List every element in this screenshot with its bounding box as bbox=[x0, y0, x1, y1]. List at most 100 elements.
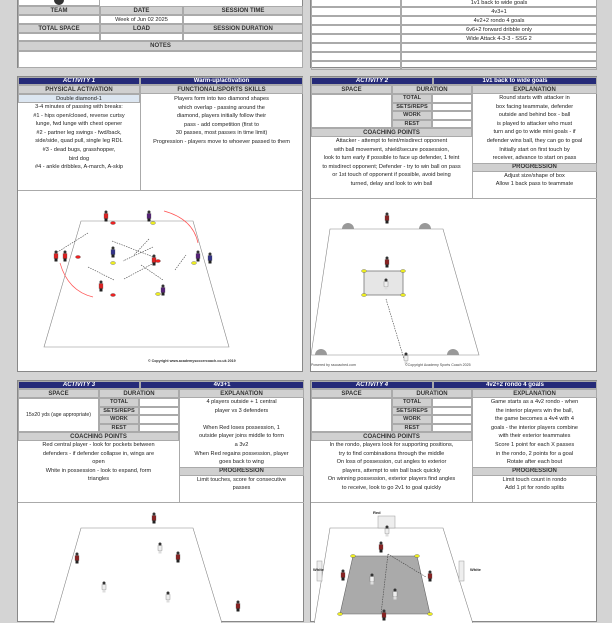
text-line: diamond, players initially follow their bbox=[176, 113, 267, 120]
cone-icon bbox=[350, 554, 356, 558]
space-label: SPACE bbox=[311, 85, 392, 94]
text-line: Limit touch count in rondo bbox=[502, 476, 567, 483]
coaching-points-label: COACHING POINTS bbox=[311, 128, 472, 137]
work-value[interactable] bbox=[432, 415, 472, 424]
player-icon bbox=[147, 210, 151, 214]
duration-label: DURATION bbox=[99, 389, 179, 398]
cone-icon bbox=[361, 293, 367, 297]
copyright-text: ©Copyright Academy Sports Coach 2025 bbox=[405, 363, 471, 367]
explanation-label: EXPLANATION bbox=[472, 85, 597, 94]
activity-list-item[interactable]: 4v3+1 bbox=[401, 7, 597, 16]
total-value[interactable] bbox=[432, 94, 472, 103]
cone-icon bbox=[110, 221, 116, 225]
divider bbox=[472, 398, 473, 502]
player-icon bbox=[99, 288, 103, 292]
text-line: #3 - dead bugs, grasshopper, bbox=[42, 146, 116, 153]
text-line: defenders - if defender collapse in, win… bbox=[42, 450, 155, 457]
activity-list-index bbox=[311, 16, 401, 25]
pitch-outline bbox=[53, 527, 223, 623]
mini-goal-icon bbox=[315, 349, 327, 355]
text-line: goes back to wing bbox=[219, 459, 264, 466]
divider bbox=[311, 198, 597, 199]
text-line: When Red regains possession, player bbox=[194, 450, 289, 457]
player-icon bbox=[110, 249, 116, 255]
work-value[interactable] bbox=[139, 415, 179, 424]
total-label: TOTAL bbox=[99, 398, 139, 407]
text-line: Game starts as a 4v2 rondo - when bbox=[490, 399, 579, 405]
player-icon bbox=[236, 608, 240, 612]
activity-list-item[interactable] bbox=[401, 52, 597, 61]
total-value[interactable] bbox=[139, 398, 179, 407]
cone-icon bbox=[191, 261, 197, 265]
notes-field[interactable] bbox=[18, 51, 303, 68]
goal-label-red: Red bbox=[373, 510, 381, 515]
team-value[interactable] bbox=[18, 15, 100, 24]
player-icon bbox=[161, 292, 165, 296]
text-line: Attacker - attempt to feint/misdirect op… bbox=[335, 138, 448, 144]
session-time-value[interactable] bbox=[183, 15, 303, 24]
player-icon bbox=[75, 560, 79, 564]
sets-reps-value[interactable] bbox=[432, 406, 472, 415]
work-value[interactable] bbox=[432, 111, 472, 120]
player-icon bbox=[158, 550, 162, 554]
cone-icon bbox=[155, 292, 161, 296]
activity-list-index bbox=[311, 34, 401, 43]
date-value[interactable]: Week of Jun 02 2025 bbox=[100, 15, 183, 24]
activity-list-item[interactable]: 1v1 back to wide goals bbox=[401, 0, 597, 7]
player-icon bbox=[166, 591, 170, 595]
player-icon bbox=[392, 591, 398, 597]
player-icon bbox=[196, 258, 200, 262]
pass-arrow bbox=[122, 246, 154, 262]
player-icon bbox=[176, 559, 180, 563]
text-line: the interior players win the ball, bbox=[495, 407, 574, 414]
load-value[interactable] bbox=[100, 33, 183, 41]
text-line: In the rondo, players look for supportin… bbox=[329, 442, 454, 448]
cone-icon bbox=[414, 554, 420, 558]
activity-list-item[interactable]: 4v2+2 rondo 4 goals bbox=[401, 16, 597, 25]
cone-icon bbox=[400, 269, 406, 273]
session-duration-value[interactable] bbox=[183, 33, 303, 41]
session-header: TEAM DATE SESSION TIME Week of Jun 02 20… bbox=[17, 0, 303, 68]
space-value[interactable] bbox=[311, 398, 392, 432]
player-icon bbox=[101, 584, 107, 590]
total-value[interactable] bbox=[432, 398, 472, 407]
sets-reps-value[interactable] bbox=[432, 102, 472, 111]
player-icon bbox=[208, 252, 212, 256]
text-line: Rotate after each bout bbox=[506, 459, 563, 466]
rest-value[interactable] bbox=[432, 423, 472, 432]
rest-label: REST bbox=[392, 119, 432, 128]
activity-list-item[interactable]: 6v6+2 forward dribble only bbox=[401, 25, 597, 34]
player-icon bbox=[63, 250, 67, 254]
activity-list-item[interactable] bbox=[401, 61, 597, 70]
cone-icon bbox=[110, 261, 116, 265]
text-line: outside player joins middle to form bbox=[199, 433, 284, 440]
logo-area bbox=[18, 0, 100, 6]
space-value[interactable] bbox=[311, 94, 392, 128]
player-icon bbox=[165, 594, 171, 600]
cone-icon bbox=[150, 221, 156, 225]
text-line: Score 1 point for each X passes bbox=[494, 441, 575, 448]
cone-icon bbox=[155, 259, 161, 263]
sets-reps-value[interactable] bbox=[139, 406, 179, 415]
total-space-value[interactable] bbox=[18, 33, 100, 41]
activity-list-item[interactable] bbox=[401, 43, 597, 52]
text-line: Add 1 pt for rondo splits bbox=[504, 485, 565, 492]
space-value[interactable]: 15x20 yds (age appropriate) bbox=[18, 398, 99, 432]
text-line: is played to attacker who must bbox=[496, 120, 573, 127]
physical-name: Double diamond-1 bbox=[18, 94, 140, 103]
powered-by-text: Powered by sscoached.com bbox=[311, 363, 356, 367]
rest-value[interactable] bbox=[432, 119, 472, 128]
pitch-outline bbox=[43, 220, 230, 348]
text-line: try to find combinations through the mid… bbox=[338, 450, 445, 457]
explanation-text: Game starts as a 4v2 rondo - when the int… bbox=[472, 398, 597, 467]
text-line: player vs 3 defenders bbox=[214, 407, 269, 414]
activity-title: 4v2+2 rondo 4 goals bbox=[433, 381, 597, 389]
player-icon bbox=[404, 360, 408, 364]
activity-list-item[interactable]: Wide Attack 4-3-3 - SSG 2 bbox=[401, 34, 597, 43]
activity-list-index bbox=[311, 52, 401, 61]
divider bbox=[140, 94, 141, 190]
coaching-points-label: COACHING POINTS bbox=[18, 432, 179, 441]
text-line: with their exterior teammates bbox=[498, 433, 571, 440]
rest-value[interactable] bbox=[139, 423, 179, 432]
